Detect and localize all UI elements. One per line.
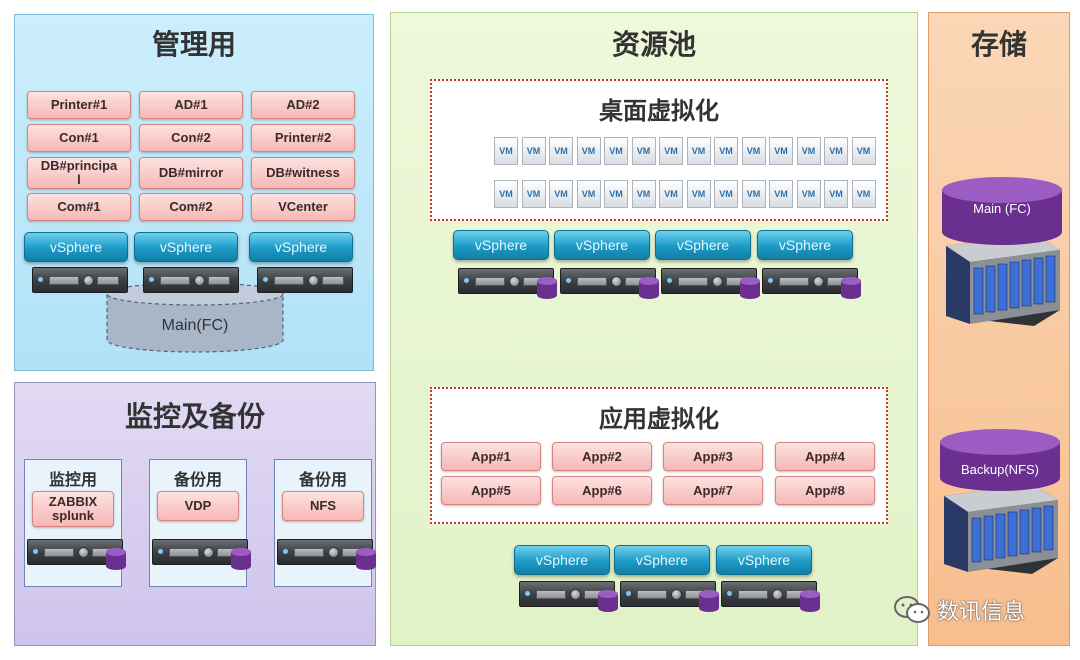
vsphere-block: vSphere bbox=[249, 232, 353, 262]
monitoring-group: 备份用 bbox=[274, 459, 372, 587]
vm-tile: VM bbox=[604, 137, 628, 165]
resource-pool-title: 资源池 bbox=[611, 28, 696, 61]
disk-icon bbox=[740, 277, 760, 299]
vm-tile: VM bbox=[796, 137, 821, 165]
management-vm-pill: AD#2 bbox=[251, 91, 355, 119]
app-virtualization-title: 应用虚拟化 bbox=[599, 405, 719, 433]
vsphere-block: vSphere bbox=[514, 545, 610, 575]
monitoring-group-title: 备份用 bbox=[173, 470, 222, 489]
app-pill: App#2 bbox=[552, 442, 652, 471]
watermark-text: 数讯信息 bbox=[937, 600, 1026, 625]
storage-array-icon bbox=[944, 484, 1058, 574]
vm-tile: VM bbox=[576, 137, 601, 165]
vm-tile: VM bbox=[769, 137, 793, 165]
management-vm-pill: DB#principa l bbox=[27, 157, 131, 189]
vm-tile: VM bbox=[631, 180, 656, 208]
vm-tile: VM bbox=[521, 180, 546, 208]
main-fc-label: Main(FC) bbox=[162, 317, 229, 334]
vm-tile: VM bbox=[659, 180, 683, 208]
vm-tile: VM bbox=[494, 180, 518, 208]
management-vm-pill: AD#1 bbox=[139, 91, 243, 119]
monitoring-title: 监控及备份 bbox=[124, 400, 265, 433]
vsphere-block: vSphere bbox=[134, 232, 238, 262]
management-vm-pill: Con#1 bbox=[27, 124, 131, 152]
vm-tile: VM bbox=[714, 180, 738, 208]
desktop-virtualization-title: 桌面虚拟化 bbox=[599, 97, 719, 125]
vm-tile: VM bbox=[549, 137, 573, 165]
monitoring-service-pill: ZABBIX splunk bbox=[32, 491, 114, 527]
vm-tile: VM bbox=[521, 137, 546, 165]
monitoring-service-pill: NFS bbox=[282, 491, 364, 521]
monitoring-group-title: 备份用 bbox=[298, 470, 347, 489]
server-icon bbox=[257, 267, 353, 293]
vsphere-block: vSphere bbox=[655, 230, 751, 260]
vm-tile: VM bbox=[741, 137, 766, 165]
vsphere-block: vSphere bbox=[554, 230, 650, 260]
vsphere-block: vSphere bbox=[757, 230, 853, 260]
app-pill: App#4 bbox=[775, 442, 875, 471]
vsphere-block: vSphere bbox=[453, 230, 549, 260]
app-pill: App#8 bbox=[775, 476, 875, 505]
backup-nfs-disk-icon bbox=[940, 429, 1060, 491]
vm-tile: VM bbox=[824, 180, 848, 208]
vsphere-block: vSphere bbox=[614, 545, 710, 575]
management-vm-pill: DB#witness bbox=[251, 157, 355, 189]
storage-array-icon bbox=[946, 234, 1060, 326]
vm-tile: VM bbox=[851, 180, 876, 208]
watermark: 数讯信息 bbox=[893, 594, 1025, 626]
app-pill: App#5 bbox=[441, 476, 541, 505]
disk-icon bbox=[841, 277, 861, 299]
vm-tile: VM bbox=[494, 137, 518, 165]
disk-icon bbox=[639, 277, 659, 299]
disk-icon bbox=[356, 548, 376, 570]
vm-tile: VM bbox=[769, 180, 793, 208]
app-pill: App#6 bbox=[552, 476, 652, 505]
backup-nfs-storage-label: Backup(NFS) bbox=[960, 462, 1040, 477]
vm-tile: VM bbox=[686, 180, 711, 208]
app-pill: App#7 bbox=[663, 476, 763, 505]
main-fc-storage-array bbox=[942, 177, 1062, 326]
management-vm-pill: DB#mirror bbox=[139, 157, 243, 189]
disk-icon bbox=[699, 590, 719, 612]
disk-icon bbox=[106, 548, 126, 570]
management-vm-pill: Printer#1 bbox=[27, 91, 131, 119]
vm-tile: VM bbox=[576, 180, 601, 208]
management-vm-pill: Con#2 bbox=[139, 124, 243, 152]
storage-title: 存储 bbox=[970, 28, 1027, 61]
disk-icon bbox=[537, 277, 557, 299]
vm-tile: VM bbox=[741, 180, 766, 208]
vm-tile: VM bbox=[714, 137, 738, 165]
management-vm-pill: Printer#2 bbox=[251, 124, 355, 152]
disk-icon bbox=[800, 590, 820, 612]
management-vm-pill: Com#1 bbox=[27, 193, 131, 221]
main-fc-storage-label: Main (FC) bbox=[973, 201, 1031, 216]
vm-tile: VM bbox=[851, 137, 876, 165]
management-title: 管理用 bbox=[151, 28, 236, 61]
disk-icon bbox=[231, 548, 251, 570]
management-vm-pill: Com#2 bbox=[139, 193, 243, 221]
app-pill: App#1 bbox=[441, 442, 541, 471]
server-icon bbox=[143, 267, 239, 293]
vsphere-block: vSphere bbox=[24, 232, 128, 262]
monitoring-group: 备份用 bbox=[149, 459, 247, 587]
monitoring-service-pill: VDP bbox=[157, 491, 239, 521]
vsphere-block: vSphere bbox=[716, 545, 812, 575]
main-fc-disk-icon bbox=[942, 177, 1062, 245]
monitoring-group-title: 监控用 bbox=[48, 470, 97, 489]
server-icon bbox=[32, 267, 128, 293]
server-icon bbox=[458, 268, 554, 294]
server-icon bbox=[152, 539, 248, 565]
vm-tile: VM bbox=[796, 180, 821, 208]
vm-tile: VM bbox=[604, 180, 628, 208]
management-vm-pill: VCenter bbox=[251, 193, 355, 221]
disk-icon bbox=[598, 590, 618, 612]
backup-nfs-storage-array bbox=[940, 429, 1060, 574]
app-pill: App#3 bbox=[663, 442, 763, 471]
wechat-icon bbox=[894, 596, 930, 623]
vm-tile: VM bbox=[824, 137, 848, 165]
vm-tile: VM bbox=[686, 137, 711, 165]
vm-tile: VM bbox=[659, 137, 683, 165]
vm-tile: VM bbox=[631, 137, 656, 165]
vm-tile: VM bbox=[549, 180, 573, 208]
